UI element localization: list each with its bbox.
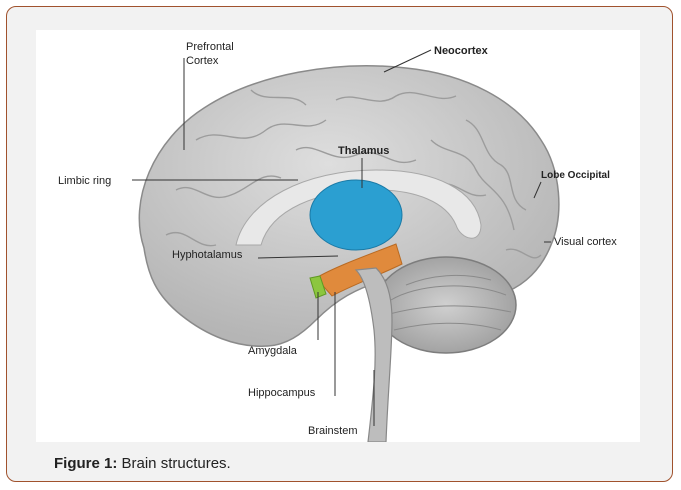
label-lobe-occipital: Lobe Occipital [541,170,610,181]
caption-text: Brain structures. [117,455,230,472]
label-neocortex: Neocortex [434,45,489,57]
label-prefrontal-line2: Cortex [186,55,219,67]
figure-caption: Figure 1: Brain structures. [54,455,231,472]
label-brainstem: Brainstem [308,425,358,437]
label-thalamus: Thalamus [338,145,389,157]
label-hyphotalamus: Hyphotalamus [172,249,243,261]
label-amygdala: Amygdala [248,345,298,357]
label-visual-cortex: Visual cortex [554,236,617,248]
cerebellum-shape [376,257,516,353]
label-limbic-ring: Limbic ring [58,175,111,187]
label-hippocampus: Hippocampus [248,387,316,399]
label-prefrontal-line1: Prefrontal [186,41,234,53]
brain-diagram: Prefrontal Cortex Neocortex Limbic ring … [36,30,640,442]
thalamus-shape [310,180,402,250]
caption-prefix: Figure 1: [54,455,117,472]
figure-panel: Prefrontal Cortex Neocortex Limbic ring … [36,30,640,442]
